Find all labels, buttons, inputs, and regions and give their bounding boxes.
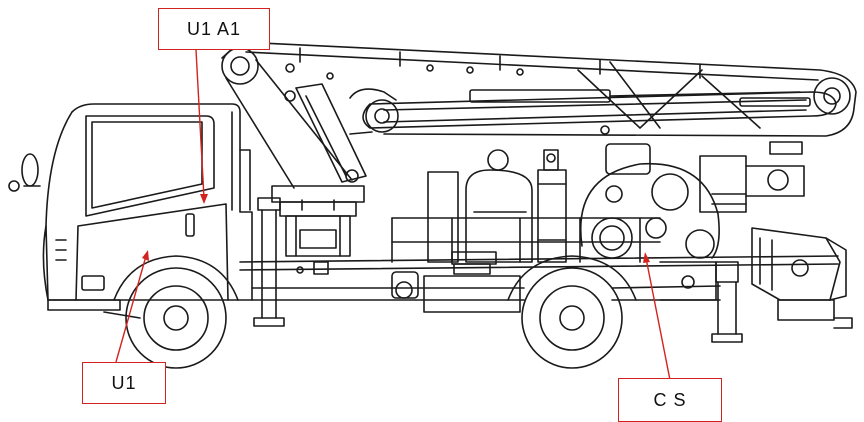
outrigger-jacks [253, 197, 743, 343]
boom-arm [221, 41, 857, 137]
callout-u1: U1 [82, 362, 166, 404]
cab [8, 103, 253, 319]
callout-label: U1 A1 [186, 18, 242, 39]
callout-label: U1 [111, 372, 137, 393]
callout-label: C S [653, 389, 687, 410]
leader-line-pump [643, 252, 671, 381]
turret [271, 185, 365, 257]
callout-u1-a1: U1 A1 [158, 8, 270, 50]
leader-line-cab [115, 250, 149, 363]
pump-unit [580, 141, 853, 329]
leader-line-top [195, 49, 208, 204]
front-wheel [113, 255, 239, 369]
lift-arm [221, 47, 367, 189]
callout-cs: C S [618, 378, 722, 422]
tank-equipment [391, 149, 661, 265]
leader-lines [115, 49, 671, 381]
rear-wheel [507, 255, 637, 369]
